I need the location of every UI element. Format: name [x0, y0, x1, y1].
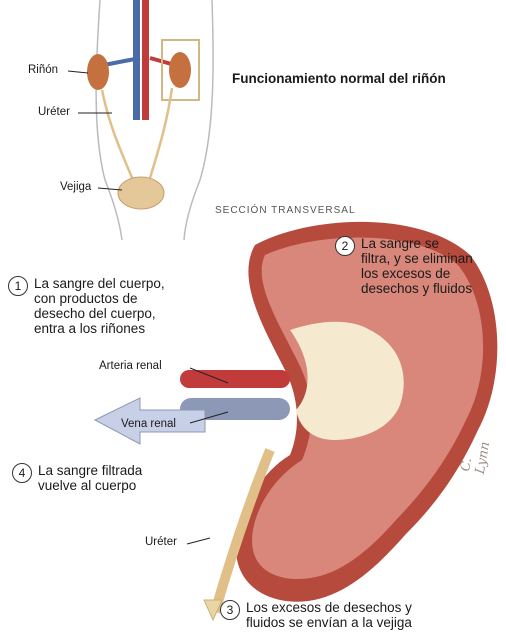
aorta: [142, 0, 149, 120]
mini-kidney-right: [169, 52, 191, 88]
mini-ureter-left: [102, 90, 135, 185]
step-3-number: 3: [220, 600, 240, 620]
label-ureter-top: Uréter: [38, 106, 70, 119]
body-outline-right: [184, 0, 213, 240]
leader-ureter-bottom: [187, 538, 210, 544]
step-1-number: 1: [8, 276, 28, 296]
label-vena: Vena renal: [121, 418, 176, 431]
step-4: 4 La sangre filtrada vuelve al cuerpo: [12, 463, 142, 493]
step-2-number: 2: [335, 236, 355, 256]
label-ureter-bottom: Uréter: [145, 536, 177, 549]
step-2-text: La sangre se filtra, y se eliminan los e…: [361, 236, 473, 296]
step-1: 1 La sangre del cuerpo, con productos de…: [8, 276, 165, 336]
label-vejiga: Vejiga: [60, 181, 91, 194]
step-3-text: Los excesos de desechos y fluidos se env…: [246, 600, 412, 630]
page-title: Funcionamiento normal del riñón: [232, 71, 446, 86]
step-4-number: 4: [12, 463, 32, 483]
leader-rinon: [68, 71, 88, 73]
section-label: SECCIÓN TRANSVERSAL: [215, 205, 356, 216]
step-2: 2 La sangre se filtra, y se eliminan los…: [335, 236, 473, 296]
renal-artery: [180, 370, 290, 388]
step-1-text: La sangre del cuerpo, con productos de d…: [34, 276, 165, 336]
label-rinon: Riñón: [28, 64, 58, 77]
step-3: 3 Los excesos de desechos y fluidos se e…: [220, 600, 412, 630]
step-4-text: La sangre filtrada vuelve al cuerpo: [38, 463, 142, 493]
mini-kidney-left: [87, 54, 109, 90]
mini-ureter-right: [148, 88, 172, 185]
bladder: [118, 177, 164, 209]
label-arteria: Arteria renal: [99, 360, 162, 373]
